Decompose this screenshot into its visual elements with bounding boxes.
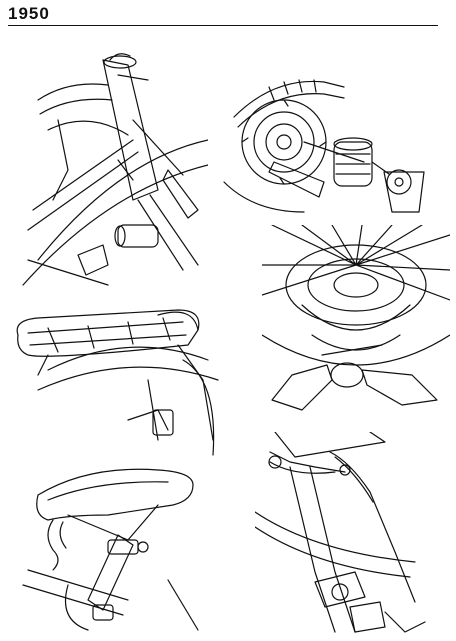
frame-head-tube-illustration (8, 40, 208, 290)
page-header: 1950 (0, 0, 456, 30)
header-rule (8, 25, 438, 26)
hub-wing-nut-illustration (262, 225, 450, 420)
rear-derailleur-illustration (214, 72, 448, 222)
brake-caliper-illustration (255, 432, 450, 637)
luggage-carrier-illustration (8, 300, 228, 460)
page-year-title: 1950 (8, 4, 50, 23)
saddle-clamp-illustration (8, 460, 208, 635)
